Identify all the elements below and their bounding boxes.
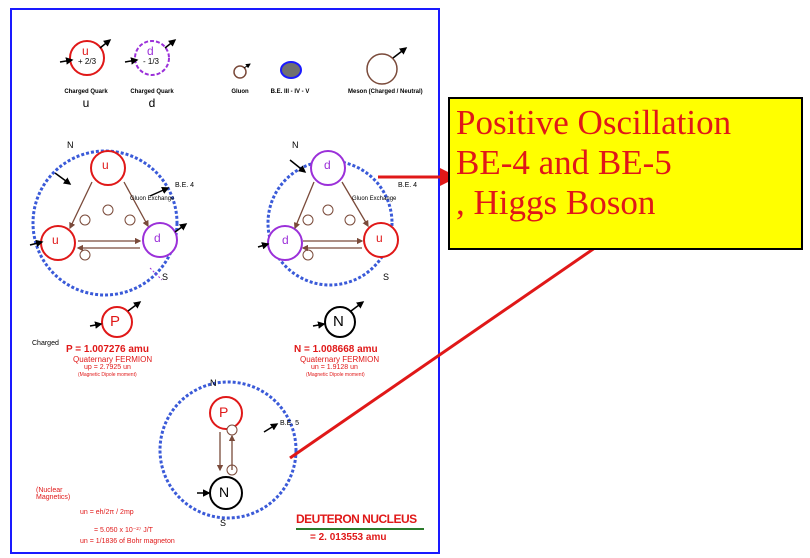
callout-line-2: BE-4 and BE-5 — [456, 143, 672, 182]
right-bottom-quark-u: u — [376, 231, 383, 245]
right-baryon-graphic — [257, 150, 399, 287]
left-n-pole: N — [67, 140, 74, 150]
legend-meson-graphic — [366, 47, 408, 85]
deuteron-n-pole: N — [210, 378, 217, 388]
proton-charged-label: Charged — [32, 340, 59, 347]
proton-mass: P = 1.007276 amu — [66, 344, 149, 355]
legend-be-graphic — [280, 61, 302, 79]
proton-symbol: P — [110, 313, 121, 330]
neutron-graphic — [312, 301, 365, 338]
neutron-moment: un = 1.9128 un — [311, 364, 358, 371]
nuclear-magnetics-line3: un = 1/1836 of Bohr magneton — [80, 538, 175, 545]
deuteron-neutron-symbol: N — [219, 484, 230, 500]
legend-u-quark-graphic — [59, 39, 112, 76]
neutron-moment-note: (Magnetic Dipole moment) — [306, 372, 365, 378]
legend-gluon-graphic — [233, 63, 251, 79]
right-bottom-quark-d: d — [282, 233, 289, 247]
legend-quark-u-symbol: u — [82, 44, 89, 58]
right-n-pole: N — [292, 140, 299, 150]
callout-line-3: , Higgs Boson — [456, 183, 656, 222]
neutron-symbol: N — [333, 313, 344, 330]
left-top-quark-u: u — [102, 158, 109, 172]
legend-symbol-u: u — [82, 96, 90, 110]
callout-box: Positive Oscillation BE-4 and BE-5 , Hig… — [448, 97, 803, 250]
left-be4-label: B.E. 4 — [175, 182, 195, 189]
legend-symbol-d: d — [148, 96, 156, 110]
legend-label-gluon: Gluon — [231, 89, 249, 95]
deuteron-mass: = 2. 013553 amu — [310, 532, 387, 543]
deuteron-title: DEUTERON NUCLEUS — [296, 512, 417, 526]
left-s-pole: S — [162, 272, 169, 282]
legend-label-u: Charged Quark — [64, 89, 108, 95]
nuclear-magnetics-label: (Nuclear Magnetics) — [36, 487, 71, 501]
left-baryon-graphic — [29, 149, 188, 297]
legend-label-d: Charged Quark — [130, 89, 174, 95]
legend-label-be: B.E. III - IV - V — [270, 89, 310, 95]
left-bottom-quark-u: u — [52, 233, 59, 247]
right-top-quark-d: d — [324, 158, 331, 172]
proton-type: Quaternary FERMION — [73, 355, 153, 364]
proton-graphic — [89, 301, 142, 338]
proton-moment: up = 2.7925 un — [84, 364, 131, 371]
left-bottom-quark-d: d — [154, 231, 161, 245]
nuclear-magnetics-line2: = 5.050 x 10⁻²⁷ J/T — [94, 527, 153, 534]
deuteron-title-underline — [296, 528, 424, 530]
neutron-mass: N = 1.008668 amu — [294, 344, 378, 355]
deuteron-be5-label: B.E. 5 — [280, 420, 300, 427]
legend-label-meson: Meson (Charged / Neutral) — [348, 89, 423, 95]
deuteron-proton-symbol: P — [219, 404, 229, 420]
right-be4-label: B.E. 4 — [398, 182, 418, 189]
nuclear-magnetics-line1: un = eh/2π / 2mp — [80, 509, 134, 516]
deuteron-graphic — [158, 380, 298, 520]
legend-d-quark-graphic — [124, 39, 177, 76]
right-s-pole: S — [383, 272, 390, 282]
legend-quark-d-symbol: d — [147, 44, 154, 58]
right-gluon-exchange-label: Gluon Exchange — [352, 196, 397, 202]
neutron-type: Quaternary FERMION — [300, 355, 380, 364]
legend-quark-u-charge: + 2/3 — [78, 57, 97, 66]
left-gluon-exchange-label: Gluon Exchange — [130, 196, 175, 202]
legend-quark-d-charge: - 1/3 — [143, 57, 160, 66]
callout-line-1: Positive Oscillation — [456, 103, 732, 142]
deuteron-s-pole: S — [220, 518, 227, 528]
proton-moment-note: (Magnetic Dipole moment) — [78, 372, 137, 378]
diagram-panel — [10, 8, 440, 554]
